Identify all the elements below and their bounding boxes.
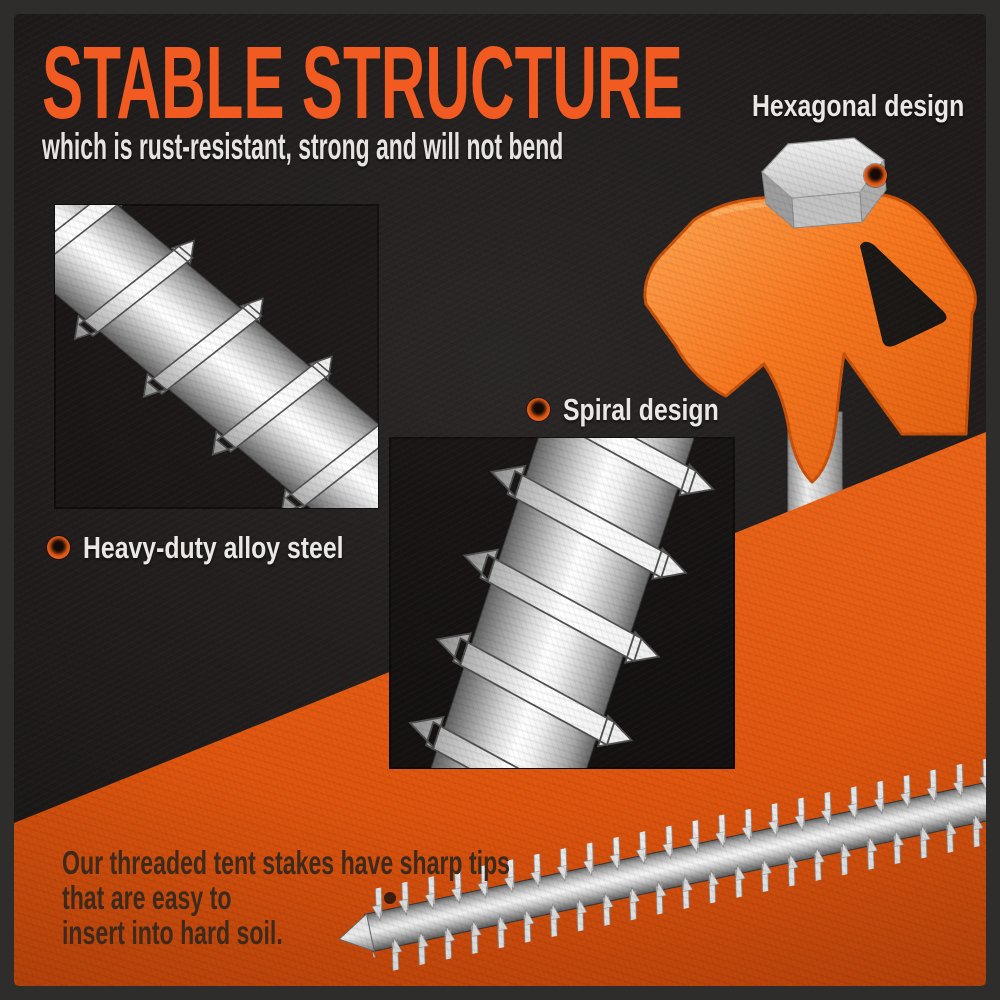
callout-spiral-design: Spiral design bbox=[527, 392, 758, 428]
horizontal-stake bbox=[338, 742, 986, 975]
callout-heavy-duty-steel-label: Heavy-duty alloy steel bbox=[83, 530, 344, 565]
artwork-layers bbox=[14, 137, 986, 986]
page-title: STABLE STRUCTURE bbox=[42, 25, 683, 140]
footer-copy: Our threaded tent stakes have sharp tips… bbox=[62, 845, 510, 950]
orange-dot-icon bbox=[527, 398, 550, 422]
footer-line: insert into hard soil. bbox=[62, 914, 283, 951]
spiral-screw-illustration bbox=[393, 438, 731, 768]
footer-line: Our threaded tent stakes have sharp tips bbox=[62, 844, 511, 881]
closeup-photo-center bbox=[389, 437, 735, 769]
canvas-background: STABLE STRUCTURE which is rust-resistant… bbox=[14, 14, 986, 986]
orange-dot-icon bbox=[864, 164, 887, 187]
sharp-tip bbox=[338, 913, 376, 952]
handle-cutout bbox=[860, 241, 947, 347]
threaded-screw-illustration bbox=[55, 205, 378, 508]
callout-spiral-design-label: Spiral design bbox=[563, 392, 719, 427]
callout-hexagonal-design-label: Hexagonal design bbox=[752, 88, 965, 123]
closeup-photo-left bbox=[54, 204, 379, 509]
orange-dot-icon bbox=[47, 536, 70, 560]
hex-bolt-head bbox=[761, 137, 887, 230]
stake-handle-group bbox=[643, 137, 977, 484]
page-subtitle: which is rust-resistant, strong and will… bbox=[42, 126, 564, 167]
callout-heavy-duty-steel: Heavy-duty alloy steel bbox=[47, 530, 409, 566]
footer-line: that are easy to bbox=[62, 879, 232, 916]
